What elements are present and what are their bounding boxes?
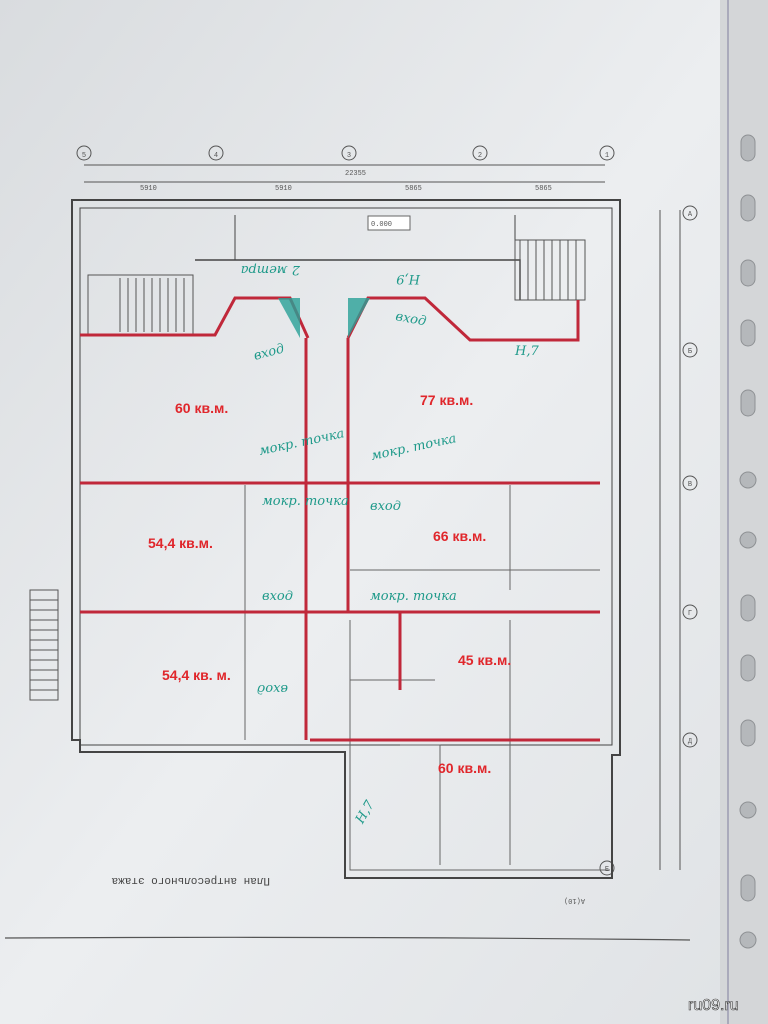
watermark: ru09.ru xyxy=(688,997,739,1014)
axis-label: 2 xyxy=(478,152,482,160)
room-area-label: 60 кв.м. xyxy=(175,400,228,416)
level-mark-box xyxy=(367,215,411,231)
dimension: 22355 xyxy=(345,170,366,178)
note-entrance: вход xyxy=(262,589,293,604)
note-entrance: вход xyxy=(370,499,401,514)
dimension: 5910 xyxy=(275,185,292,193)
room-area-label: 60 кв.м. xyxy=(438,760,491,776)
axis-label: А xyxy=(688,211,693,219)
room-area-label: 66 кв.м. xyxy=(433,528,486,544)
stairs xyxy=(29,239,586,701)
axis-label: 3 xyxy=(347,152,351,160)
room-area-label: 77 кв.м. xyxy=(420,392,473,408)
plan-caption: План антресольного этажа xyxy=(111,874,270,886)
dimension: 5910 xyxy=(140,185,157,193)
section-mark: А(10) xyxy=(564,896,585,904)
dimension: 5865 xyxy=(405,185,422,193)
axis-label: Д xyxy=(688,738,693,746)
note-height: Н,7 xyxy=(514,344,539,359)
axis-label: 1 xyxy=(605,152,609,160)
hatched-columns xyxy=(278,298,370,338)
room-area-label: 54,4 кв. м. xyxy=(162,667,231,683)
axis-markers-right xyxy=(599,205,698,876)
level-mark: 0.000 xyxy=(371,221,392,229)
axis-label: В xyxy=(688,481,692,489)
axis-label: Б xyxy=(688,348,692,356)
axis-label: Г xyxy=(688,610,692,618)
axis-markers-top xyxy=(76,145,615,183)
note-wet-point: мокр. точка xyxy=(370,589,457,604)
sheet-protector-edge xyxy=(720,0,768,1024)
axis-label: 4 xyxy=(214,152,218,160)
room-area-label: 54,4 кв.м. xyxy=(148,535,213,551)
sheet-border-line xyxy=(4,936,691,941)
axis-label: 5 xyxy=(82,152,86,160)
note-entrance: вход xyxy=(394,309,427,329)
note-entrance: вход xyxy=(257,681,288,696)
note-height: Н,9 xyxy=(396,271,421,286)
note-height: 2 метра xyxy=(241,262,301,277)
dimension: 5865 xyxy=(535,185,552,193)
room-area-label: 45 кв.м. xyxy=(458,652,511,668)
note-wet-point: мокр. точка xyxy=(262,494,349,509)
